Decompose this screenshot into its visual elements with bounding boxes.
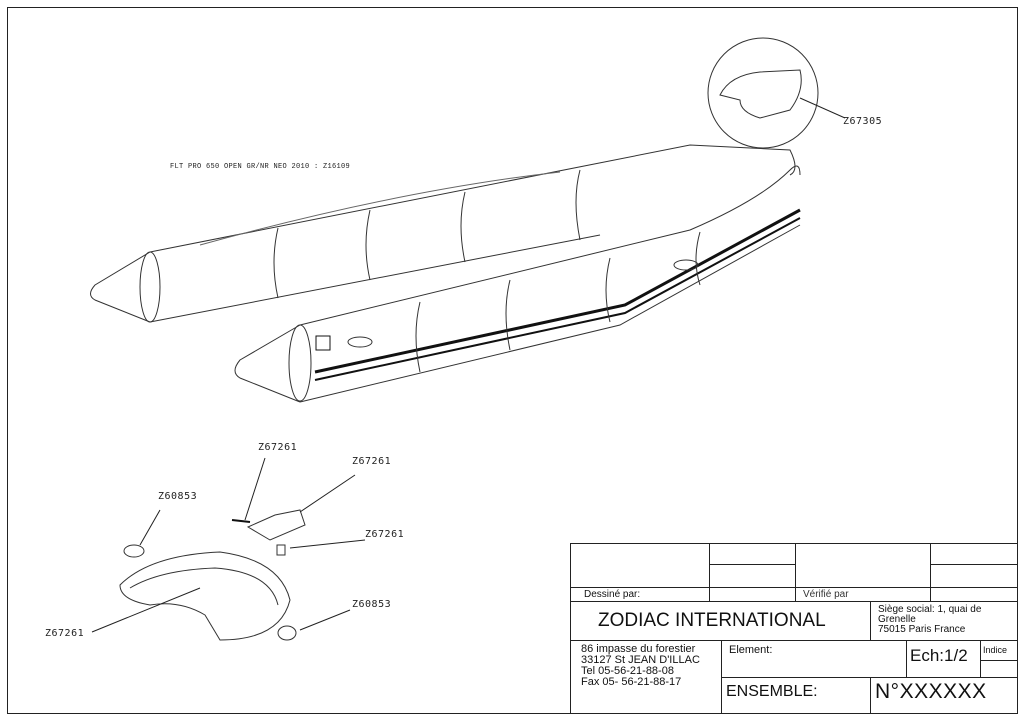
drawing-frame	[7, 7, 1018, 714]
drawn-by-label: Dessiné par:	[584, 589, 641, 600]
company-name: ZODIAC INTERNATIONAL	[598, 610, 826, 631]
address-line: Tel 05-56-21-88-08	[581, 665, 674, 677]
head-office-line: Siège social: 1, quai de	[878, 604, 982, 615]
detail-circle	[707, 37, 846, 149]
callout-clip: Z67261	[365, 529, 405, 540]
assembly-label: ENSEMBLE:	[726, 683, 818, 700]
boat-far-tube	[90, 144, 796, 323]
callout-cap-lower: Z60853	[352, 599, 392, 610]
callout-seat-left: Z67261	[45, 628, 85, 639]
checked-by-label: Vérifié par	[803, 589, 849, 600]
index-label: Indice	[983, 645, 1008, 655]
callout-buckle: Z67261	[352, 456, 392, 467]
callout-cap-upper: Z60853	[158, 491, 198, 502]
model-label: FLT PRO 650 OPEN GR/NR NEO 2010 : Z16109	[170, 163, 351, 171]
head-office: Siège social: 1, quai de Grenelle 75015 …	[878, 605, 981, 635]
boat-near-tube	[234, 165, 801, 403]
element-label: Element:	[729, 644, 773, 656]
address-line: 33127 St JEAN D'ILLAC	[581, 654, 700, 666]
address: 86 impasse du forestier 33127 St JEAN D'…	[581, 644, 700, 688]
callout-z67305: Z67305	[843, 116, 883, 127]
callout-strap-upper: Z67261	[258, 442, 298, 453]
head-office-line: Grenelle	[878, 614, 916, 625]
address-line: Fax 05- 56-21-88-17	[581, 676, 682, 688]
scale-label: Ech:1/2	[910, 646, 968, 665]
head-office-line: 75015 Paris France	[878, 624, 966, 635]
address-line: 86 impasse du forestier	[581, 643, 696, 655]
exploded-parts	[91, 457, 366, 641]
drawing-number: N°XXXXXX	[875, 680, 987, 703]
